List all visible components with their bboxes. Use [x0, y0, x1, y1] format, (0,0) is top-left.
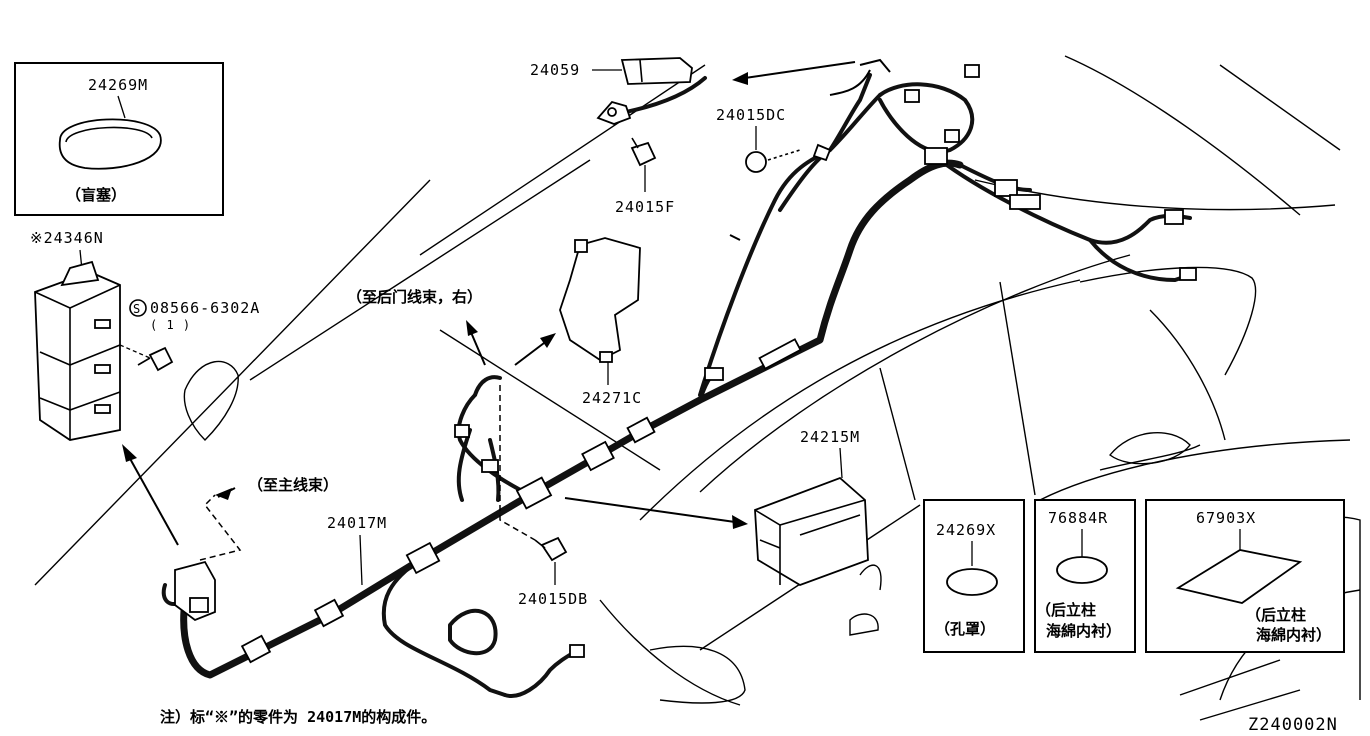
part-24059: 24059	[530, 57, 856, 125]
label-24015dc: 24015DC	[716, 106, 786, 124]
standard-part-s-icon	[129, 299, 147, 317]
arrow-to-bracket	[122, 444, 179, 546]
svg-text:S: S	[133, 302, 141, 316]
inset-24269m: 24269M （盲塞）	[14, 62, 224, 216]
note-67903x-2: 海綿内衬）	[1256, 626, 1331, 644]
label-08566-qty: ( 1 )	[150, 318, 191, 332]
label-08566: 08566-6302A	[150, 299, 260, 317]
note-24269x: （孔罩）	[935, 620, 995, 638]
part-24015dc: 24015DC	[716, 106, 832, 173]
arrow-to-24271c	[514, 339, 549, 366]
label-76884r: 76884R	[1048, 509, 1108, 527]
bolt-08566: S 08566-6302A ( 1 )	[119, 299, 260, 372]
label-24215m: 24215M	[800, 428, 860, 446]
inset-24269x: 24269X （孔罩）	[923, 499, 1025, 653]
arrow-24059	[744, 61, 856, 79]
label-24015db: 24015DB	[518, 590, 588, 608]
arrow-to-rear-door	[469, 329, 486, 366]
drawing-code: Z240002N	[1248, 715, 1338, 735]
label-24271c: 24271C	[582, 389, 642, 407]
label-to-main: （至主线束）	[248, 476, 338, 494]
label-to-rear-door: （至后门线束，右）	[347, 288, 482, 306]
note-76884r-2: 海綿内衬）	[1046, 622, 1121, 640]
note-67903x-1: （后立柱	[1246, 606, 1306, 624]
dashed-route-main	[199, 494, 242, 561]
label-24059: 24059	[530, 61, 580, 79]
note-76884r-1: （后立柱	[1036, 601, 1096, 619]
footnote: 注）标“※”的零件为 24017M的构成件。	[160, 708, 436, 726]
inset-67903x: 67903X （后立柱 海綿内衬）	[1145, 499, 1345, 653]
arrow-to-24215m	[564, 497, 736, 523]
label-24346n: ※24346N	[30, 229, 104, 247]
part-24015db: 24015DB	[518, 536, 588, 608]
label-24269m: 24269M	[88, 76, 148, 94]
label-67903x: 67903X	[1196, 509, 1256, 527]
note-24269m: （盲塞）	[66, 186, 126, 204]
inset-76884r: 76884R （后立柱 海綿内衬）	[1034, 499, 1136, 653]
label-24017m: 24017M	[327, 514, 387, 532]
label-24269x: 24269X	[936, 521, 996, 539]
label-24015f: 24015F	[615, 198, 675, 216]
part-24015f: 24015F	[615, 137, 675, 216]
part-24215m: 24215M	[564, 428, 869, 586]
part-24271c: 24271C	[559, 237, 642, 407]
bracket-24346n: ※24346N	[30, 229, 121, 441]
harness-24017m	[161, 58, 1197, 698]
dashed-route-rear	[499, 385, 536, 541]
